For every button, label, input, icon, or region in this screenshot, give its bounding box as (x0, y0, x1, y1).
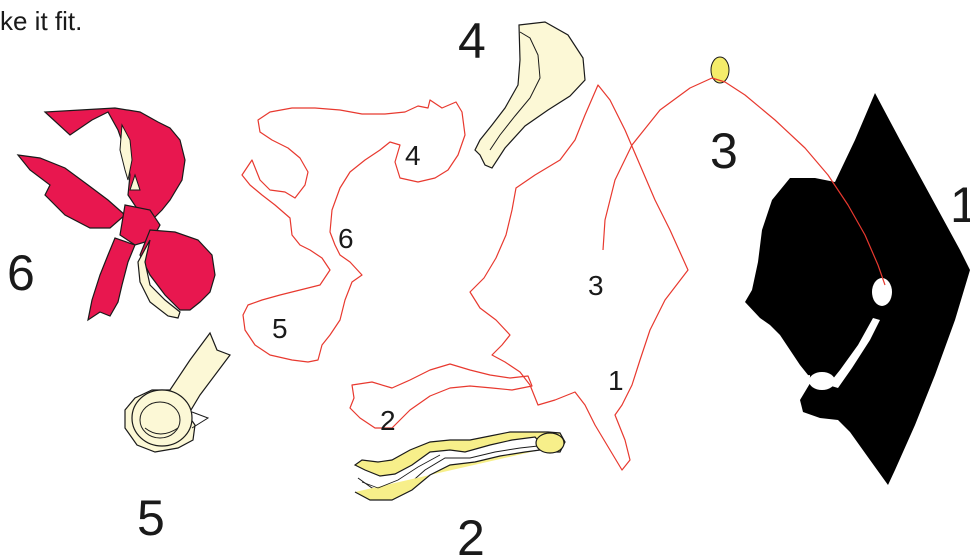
caption-text: ke it fit. (0, 6, 82, 36)
scroll-icon (125, 333, 230, 452)
graduation-cap-icon (745, 93, 970, 485)
bow-icon (18, 108, 215, 320)
cap-band-icon (475, 22, 585, 168)
part-number-4: 4 (458, 13, 486, 69)
part-number-3: 3 (710, 123, 738, 179)
cut-label-5: 5 (272, 313, 288, 344)
cut-label-2: 2 (380, 405, 396, 436)
cut-label-1: 1 (608, 365, 624, 396)
part-number-5: 5 (137, 490, 165, 546)
part-number-1: 1 (950, 177, 970, 233)
cut-label-4: 4 (405, 140, 421, 171)
part-number-6: 6 (7, 245, 35, 301)
cut-label-6: 6 (338, 223, 354, 254)
cut-label-3: 3 (588, 270, 604, 301)
tassel-cut-outline (350, 364, 532, 428)
part-number-2: 2 (457, 510, 485, 555)
tassel-icon (355, 432, 565, 500)
